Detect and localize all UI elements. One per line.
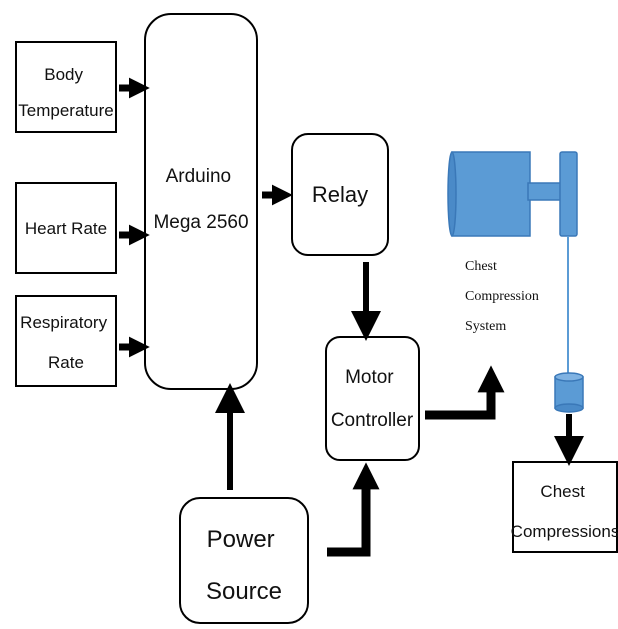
- ccs-line-3: System: [465, 319, 506, 334]
- arduino-line-2: Mega 2560: [153, 212, 248, 233]
- heart-rate-box: Heart Rate: [15, 182, 117, 274]
- respiratory-rate-line-2: Rate: [48, 353, 84, 372]
- chest-compression-cylinder: [447, 151, 584, 413]
- arduino-line-1: Arduino: [166, 166, 232, 187]
- svg-text:Power Source: Power Source: [206, 526, 282, 605]
- arrow-motor-controller-to-system: [425, 365, 505, 420]
- relay-box: Relay: [291, 133, 389, 256]
- svg-text:Heart Rate: Heart Rate: [25, 219, 107, 238]
- ccs-line-2: Compression: [465, 289, 539, 304]
- respiratory-rate-box: Respiratory Rate: [15, 295, 117, 387]
- chest-compression-system-label: Chest Compression System: [465, 259, 542, 334]
- body-temperature-box: Body Temperature: [15, 41, 117, 133]
- motor-controller-line-2: Controller: [331, 410, 414, 431]
- power-source-box: Power Source: [179, 497, 309, 624]
- chest-compressions-box: Chest Compressions: [511, 461, 618, 553]
- svg-text:Respiratory Rate: Respiratory Rate: [20, 313, 112, 372]
- body-temperature-line-1: Body: [44, 65, 83, 84]
- svg-text:Arduino Mega 2560: Arduino Mega 2560: [153, 166, 248, 233]
- power-source-line-1: Power: [207, 526, 275, 553]
- body-temperature-line-2: Temperature: [18, 101, 113, 120]
- relay-label: Relay: [312, 182, 368, 207]
- power-source-line-2: Source: [206, 578, 282, 605]
- svg-text:Motor Controller: Motor Controller: [331, 367, 414, 431]
- ccs-line-1: Chest: [465, 259, 497, 274]
- chest-compressions-line-1: Chest: [540, 482, 585, 501]
- svg-text:Relay: Relay: [312, 182, 368, 207]
- svg-text:Chest Compressions: Chest Compressions: [511, 482, 618, 541]
- arduino-box: Arduino Mega 2560: [144, 13, 258, 390]
- heart-rate-label: Heart Rate: [25, 219, 107, 238]
- svg-text:Body Temperature: Body Temperature: [18, 65, 113, 120]
- motor-controller-line-1: Motor: [345, 367, 394, 388]
- motor-controller-box: Motor Controller: [325, 336, 420, 461]
- arrow-power-to-motor-controller: [327, 462, 380, 557]
- respiratory-rate-line-1: Respiratory: [20, 313, 107, 332]
- chest-compressions-line-2: Compressions: [511, 522, 618, 541]
